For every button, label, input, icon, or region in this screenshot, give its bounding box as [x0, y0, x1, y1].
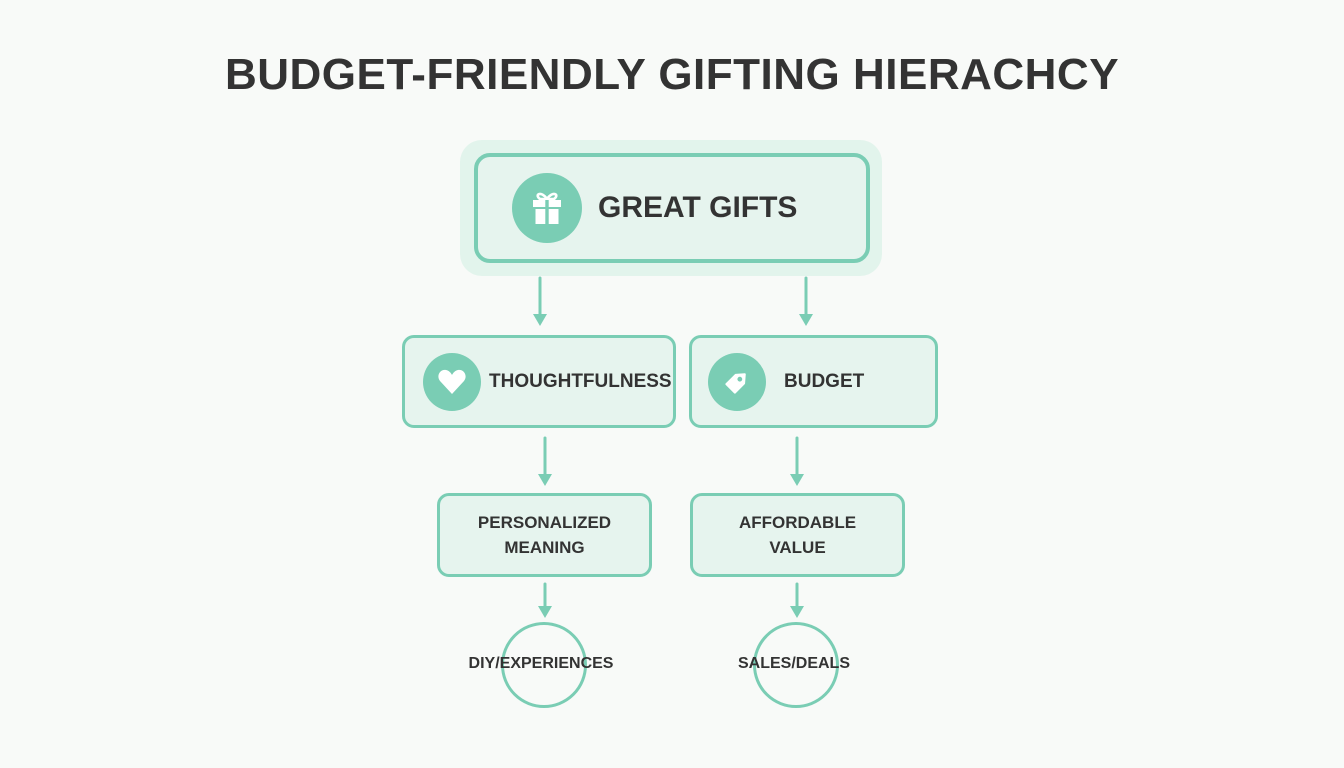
- thoughtfulness-node: THOUGHTFULNESS: [402, 335, 676, 428]
- affordable-value-node: AFFORDABLE VALUE: [690, 493, 905, 577]
- affordable-value-label-line1: AFFORDABLE: [738, 513, 857, 532]
- affordable-value-label-line2: VALUE: [769, 538, 826, 557]
- diagram-title: BUDGET-FRIENDLY GIFTING HIERACHCY: [224, 50, 1120, 99]
- sales-deals-label: SALES/DEALS: [737, 655, 850, 672]
- sales-deals-node: [753, 622, 839, 708]
- diy-experiences-node: [501, 622, 587, 708]
- budget-label: BUDGET: [784, 370, 865, 392]
- root-node-label: GREAT GIFTS: [598, 191, 798, 224]
- personalized-meaning-label-line1: PERSONALIZED: [477, 513, 612, 532]
- budget-node: BUDGET: [689, 335, 938, 428]
- heart-icon: [423, 352, 481, 411]
- price-tag-icon: [708, 352, 766, 411]
- root-node: GREAT GIFTS: [474, 153, 870, 263]
- gift-icon: [512, 173, 582, 243]
- diy-experiences-label: DIY/EXPERIENCES: [468, 655, 614, 672]
- personalized-meaning-node: PERSONALIZED MEANING: [437, 493, 652, 577]
- thoughtfulness-label: THOUGHTFULNESS: [489, 370, 672, 392]
- personalized-meaning-label-line2: MEANING: [504, 538, 585, 557]
